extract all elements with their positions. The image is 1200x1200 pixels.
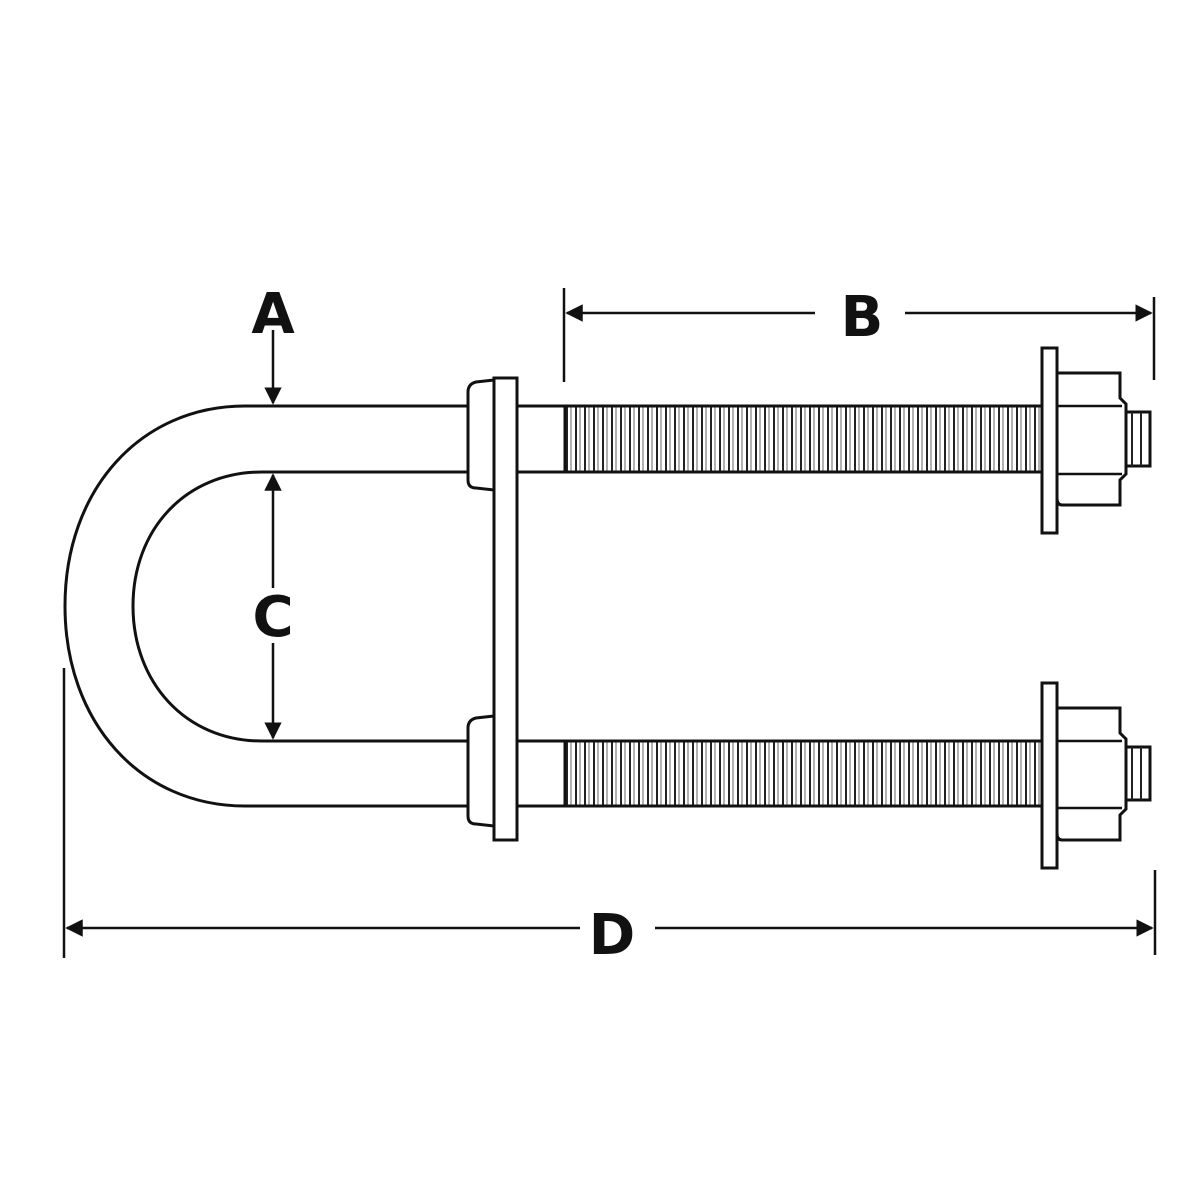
hex-nut-upper [1055,371,1128,507]
dimension-c: C [252,473,294,740]
upper-leg [245,404,1152,474]
dimension-b-label: B [841,285,884,350]
dimension-d-label: D [589,903,635,968]
u-bend [63,404,263,808]
collar-lower [466,714,496,828]
washer-upper [1040,346,1059,535]
dimension-a: A [251,282,295,405]
hex-nut-lower [1055,706,1128,842]
mounting-plate [492,376,519,842]
threaded-section-upper [563,404,1045,474]
dimension-c-label: C [252,585,293,650]
washer-lower [1040,681,1059,870]
dimension-b: B [562,285,1156,382]
dimension-d: D [62,668,1157,968]
dimension-a-label: A [251,282,295,347]
collar-upper [466,378,496,492]
threaded-section-lower [563,739,1045,808]
lower-leg [245,739,1152,808]
